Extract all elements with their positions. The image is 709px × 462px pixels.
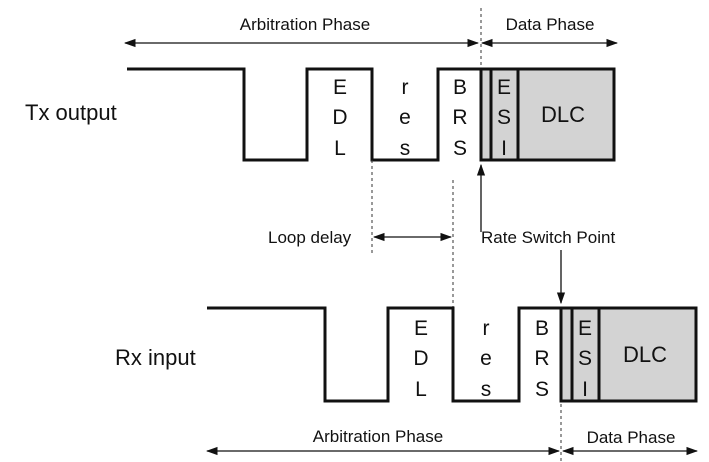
rx-signal-waveform: [207, 306, 698, 403]
rx-esi-letter: E: [578, 317, 592, 340]
tx-esi-field: [489, 67, 520, 162]
tx-edl-letter: L: [334, 137, 346, 160]
rx-res-letter: s: [481, 378, 492, 401]
tx-data-phase-label: Data Phase: [506, 15, 595, 34]
rx-dlc-label: DLC: [623, 342, 667, 367]
rate-switch-annotation: Rate Switch Point: [476, 163, 615, 305]
loop-delay-label: Loop delay: [268, 228, 352, 247]
tx-esi-letter: E: [497, 76, 511, 99]
rx-row: Rx input E D L r e s B R S E S I DLC Arb…: [115, 306, 699, 462]
tx-signal-waveform: [127, 67, 616, 162]
tx-dlc-label: DLC: [541, 102, 585, 127]
rate-switch-point-label: Rate Switch Point: [481, 228, 615, 247]
tx-data-phase-shading: [481, 69, 614, 160]
rx-brs-letter: S: [535, 378, 549, 401]
tx-edl-letter: D: [332, 106, 347, 129]
tx-brs-letter: B: [453, 76, 467, 99]
rx-edl-letter: E: [414, 317, 428, 340]
rx-arbitration-phase-label: Arbitration Phase: [313, 427, 443, 446]
rx-edl-letter: L: [415, 378, 427, 401]
rx-esi-letter: I: [582, 378, 588, 401]
tx-row: Arbitration Phase Data Phase Tx output E…: [25, 8, 619, 162]
rx-data-phase-shading: [561, 308, 696, 401]
tx-brs-letter: R: [452, 106, 467, 129]
loop-delay-annotation: Loop delay: [268, 160, 454, 308]
rx-brs-letter: B: [535, 317, 549, 340]
tx-esi-letter: S: [497, 106, 511, 129]
tx-res-letter: s: [400, 137, 411, 160]
tx-res-letter: e: [399, 106, 411, 129]
tx-edl-letter: E: [333, 76, 347, 99]
rx-esi-letter: S: [578, 347, 592, 370]
rx-input-label: Rx input: [115, 345, 196, 370]
tx-esi-letter: I: [501, 137, 507, 160]
tx-arbitration-phase-label: Arbitration Phase: [240, 15, 370, 34]
rx-esi-field: [570, 306, 601, 403]
tx-res-letter: r: [402, 76, 409, 99]
tx-output-label: Tx output: [25, 100, 117, 125]
rx-res-letter: r: [483, 317, 490, 340]
rx-data-phase-label: Data Phase: [587, 428, 676, 447]
rx-edl-letter: D: [413, 347, 428, 370]
rx-brs-letter: R: [534, 347, 549, 370]
rx-res-letter: e: [480, 347, 492, 370]
tx-brs-letter: S: [453, 137, 467, 160]
